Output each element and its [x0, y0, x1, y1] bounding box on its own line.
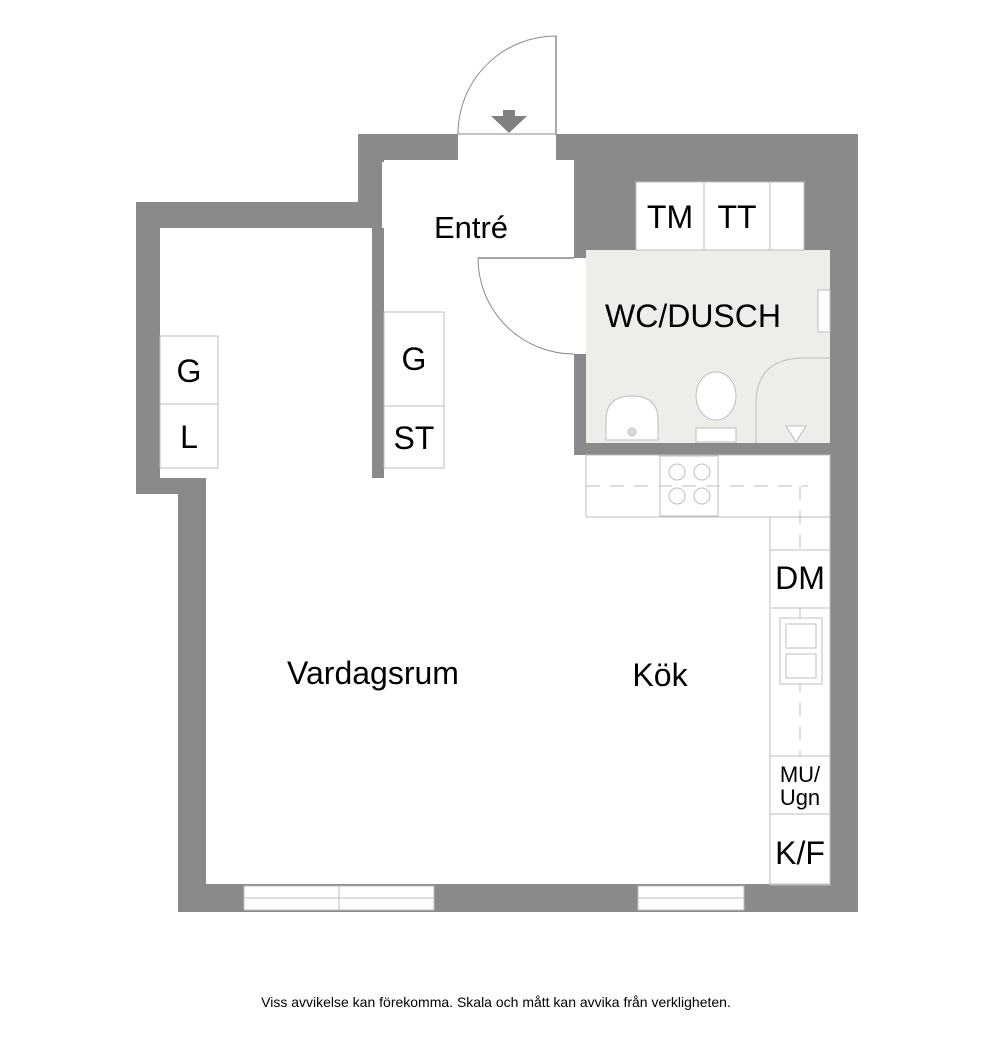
- room-label-bathroom: WC/DUSCH: [605, 298, 781, 334]
- washer-box: [635, 181, 705, 251]
- room-label-kitchen: Kök: [632, 657, 688, 693]
- wardrobe-left-box: [159, 335, 219, 405]
- storage: [159, 181, 805, 469]
- wall-bath-bottom: [574, 443, 832, 455]
- bathroom-door-swing: [477, 257, 575, 355]
- dishwasher-box: [769, 549, 831, 609]
- floor-living: [206, 478, 574, 884]
- bathroom-fixtures: [605, 289, 831, 443]
- fixture-label-dryer: TT: [717, 199, 756, 235]
- wall-right: [830, 134, 858, 912]
- toilet-icon: [695, 371, 737, 421]
- entry-arrow-icon: [491, 116, 527, 133]
- fridge-freezer-box: [769, 813, 831, 885]
- fixture-label-microwave-oven-line2: Ugn: [780, 785, 820, 810]
- entry-door-swing: [457, 35, 557, 135]
- floors: [160, 160, 830, 884]
- burner-icon: [668, 463, 686, 481]
- sink-icon: [605, 395, 659, 441]
- wall-top-hall-left: [358, 134, 382, 228]
- shower-drain-icon: [785, 425, 807, 443]
- linen-left-box: [159, 403, 219, 469]
- wall-bath-top: [586, 160, 636, 250]
- kitchen-counter: [585, 454, 831, 886]
- fixture-label-washer: TM: [647, 199, 693, 235]
- fixture-label-microwave-oven-line1: MU/: [780, 762, 821, 787]
- entry-door-gap: [458, 134, 556, 162]
- fixture-label-dishwasher: DM: [775, 560, 825, 596]
- fixture-label-wardrobe-hall: G: [402, 341, 427, 377]
- wall-left-lower: [178, 470, 208, 912]
- room-label-living-room: Vardagsrum: [287, 655, 459, 691]
- fixture-label-cleaning-cabinet: ST: [394, 420, 435, 456]
- floor-living-top: [206, 470, 372, 480]
- entry-door: [457, 35, 557, 162]
- bathroom-door: [477, 257, 586, 355]
- bath-shelf: [817, 289, 831, 333]
- fixture-label-linen-left: L: [180, 419, 198, 455]
- burner-icon: [693, 463, 711, 481]
- burner-icon: [693, 487, 711, 505]
- wall-bath-top-right: [804, 160, 834, 250]
- cleaning-cabinet-box: [383, 405, 445, 469]
- burner-icon: [668, 487, 686, 505]
- microwave-oven-box: [769, 755, 831, 815]
- fixture-label-wardrobe-left: G: [177, 353, 202, 389]
- windows: [243, 885, 745, 911]
- wardrobe-hall-box: [383, 311, 445, 407]
- room-label-entre: Entré: [434, 210, 508, 245]
- wall-hall-divider: [372, 228, 384, 478]
- dryer-box: [703, 181, 771, 251]
- fixture-label-fridge-freezer: K/F: [775, 835, 825, 871]
- shower-curve: [755, 357, 830, 443]
- disclaimer-text: Viss avvikelse kan förekomma. Skala och …: [261, 994, 731, 1010]
